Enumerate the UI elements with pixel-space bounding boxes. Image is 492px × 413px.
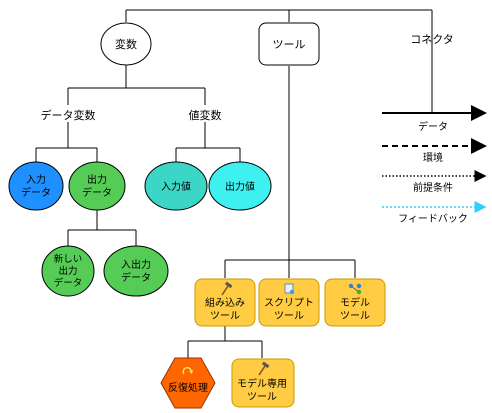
node-new-output-line2: 出力 (58, 265, 77, 277)
node-model-only-tool[interactable]: モデル専用 ツール (231, 358, 295, 408)
node-builtin-line2: ツール (210, 311, 240, 322)
node-script-tool[interactable]: スクリプト ツール (258, 278, 320, 327)
script-icon (284, 283, 295, 295)
tree-lines (35, 9, 433, 358)
node-model-tool[interactable]: モデル ツール (324, 278, 386, 327)
node-input-value[interactable]: 入力値 (144, 161, 208, 211)
node-atai-hensu-label: 値変数 (189, 108, 222, 122)
node-model-line2: ツール (340, 311, 370, 322)
node-input-value-label: 入力値 (161, 180, 191, 193)
model-icon (348, 283, 362, 295)
legend-label-precondition: 前提条件 (413, 181, 453, 194)
node-tool[interactable]: ツール (258, 22, 320, 66)
node-connector-label: コネクタ (410, 33, 454, 46)
node-data-hensu-label: データ変数 (41, 108, 96, 122)
node-inout-line1: 入出力 (121, 258, 151, 271)
node-script-line2: ツール (274, 311, 304, 322)
node-hensu-label: 変数 (115, 37, 137, 51)
node-output-data[interactable]: 出力 データ (68, 161, 126, 211)
node-new-output-data[interactable]: 新しい 出力 データ (41, 245, 95, 297)
node-inout-data[interactable]: 入出力 データ (103, 245, 169, 297)
node-inout-line2: データ (121, 271, 151, 284)
node-model-line1: モデル (340, 296, 370, 309)
node-input-data-line2: データ (21, 186, 51, 199)
node-script-line1: スクリプト (264, 297, 314, 309)
node-output-value-label: 出力値 (225, 180, 255, 193)
node-model-only-line1: モデル専用 (237, 377, 287, 390)
node-hensu[interactable]: 変数 (100, 22, 152, 66)
node-input-data-line1: 入力 (26, 173, 46, 186)
iterate-arrow-icon (182, 366, 193, 375)
node-model-only-line2: ツール (247, 392, 277, 403)
node-output-data-line2: データ (82, 186, 112, 199)
legend-label-feedback: フィードバック (398, 213, 468, 225)
node-builtin-line1: 組み込み (205, 296, 245, 309)
node-input-data[interactable]: 入力 データ (8, 161, 64, 211)
node-new-output-line1: 新しい (54, 253, 83, 265)
hammer-icon (221, 281, 233, 296)
legend-label-data: データ (418, 120, 448, 133)
node-builtin-tool[interactable]: 組み込み ツール (194, 278, 256, 327)
node-output-data-line1: 出力 (87, 173, 107, 186)
legend-label-environment: 環境 (423, 151, 443, 164)
label-bg (184, 106, 226, 122)
hammer-icon (258, 361, 270, 376)
legend: データ 環境 前提条件 フィードバック (382, 105, 487, 225)
node-iterator[interactable]: 反復処理 (160, 357, 216, 409)
node-output-value[interactable]: 出力値 (208, 161, 272, 211)
node-iterator-label: 反復処理 (168, 381, 208, 394)
node-tool-label: ツール (273, 38, 306, 51)
node-new-output-line3: データ (54, 277, 83, 289)
label-bg (38, 106, 98, 122)
